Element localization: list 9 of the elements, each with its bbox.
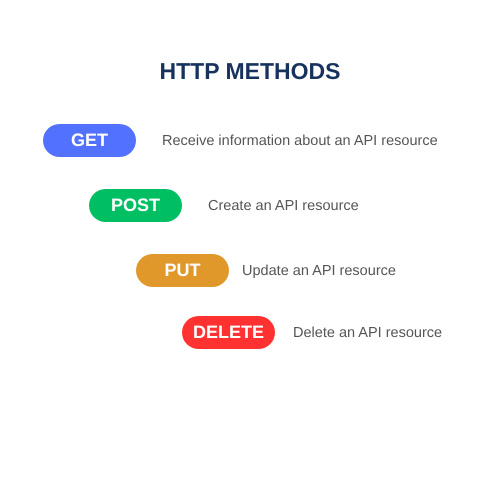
- method-description: Delete an API resource: [293, 324, 442, 342]
- method-tag: GET: [43, 124, 136, 157]
- method-tag: POST: [89, 189, 182, 222]
- method-tag: DELETE: [182, 316, 275, 349]
- method-description: Create an API resource: [208, 196, 359, 214]
- method-description: Update an API resource: [242, 262, 396, 280]
- method-description: Receive information about an API resource: [162, 132, 438, 150]
- diagram-title: HTTP METHODS: [159, 58, 341, 86]
- method-tag: PUT: [136, 254, 229, 287]
